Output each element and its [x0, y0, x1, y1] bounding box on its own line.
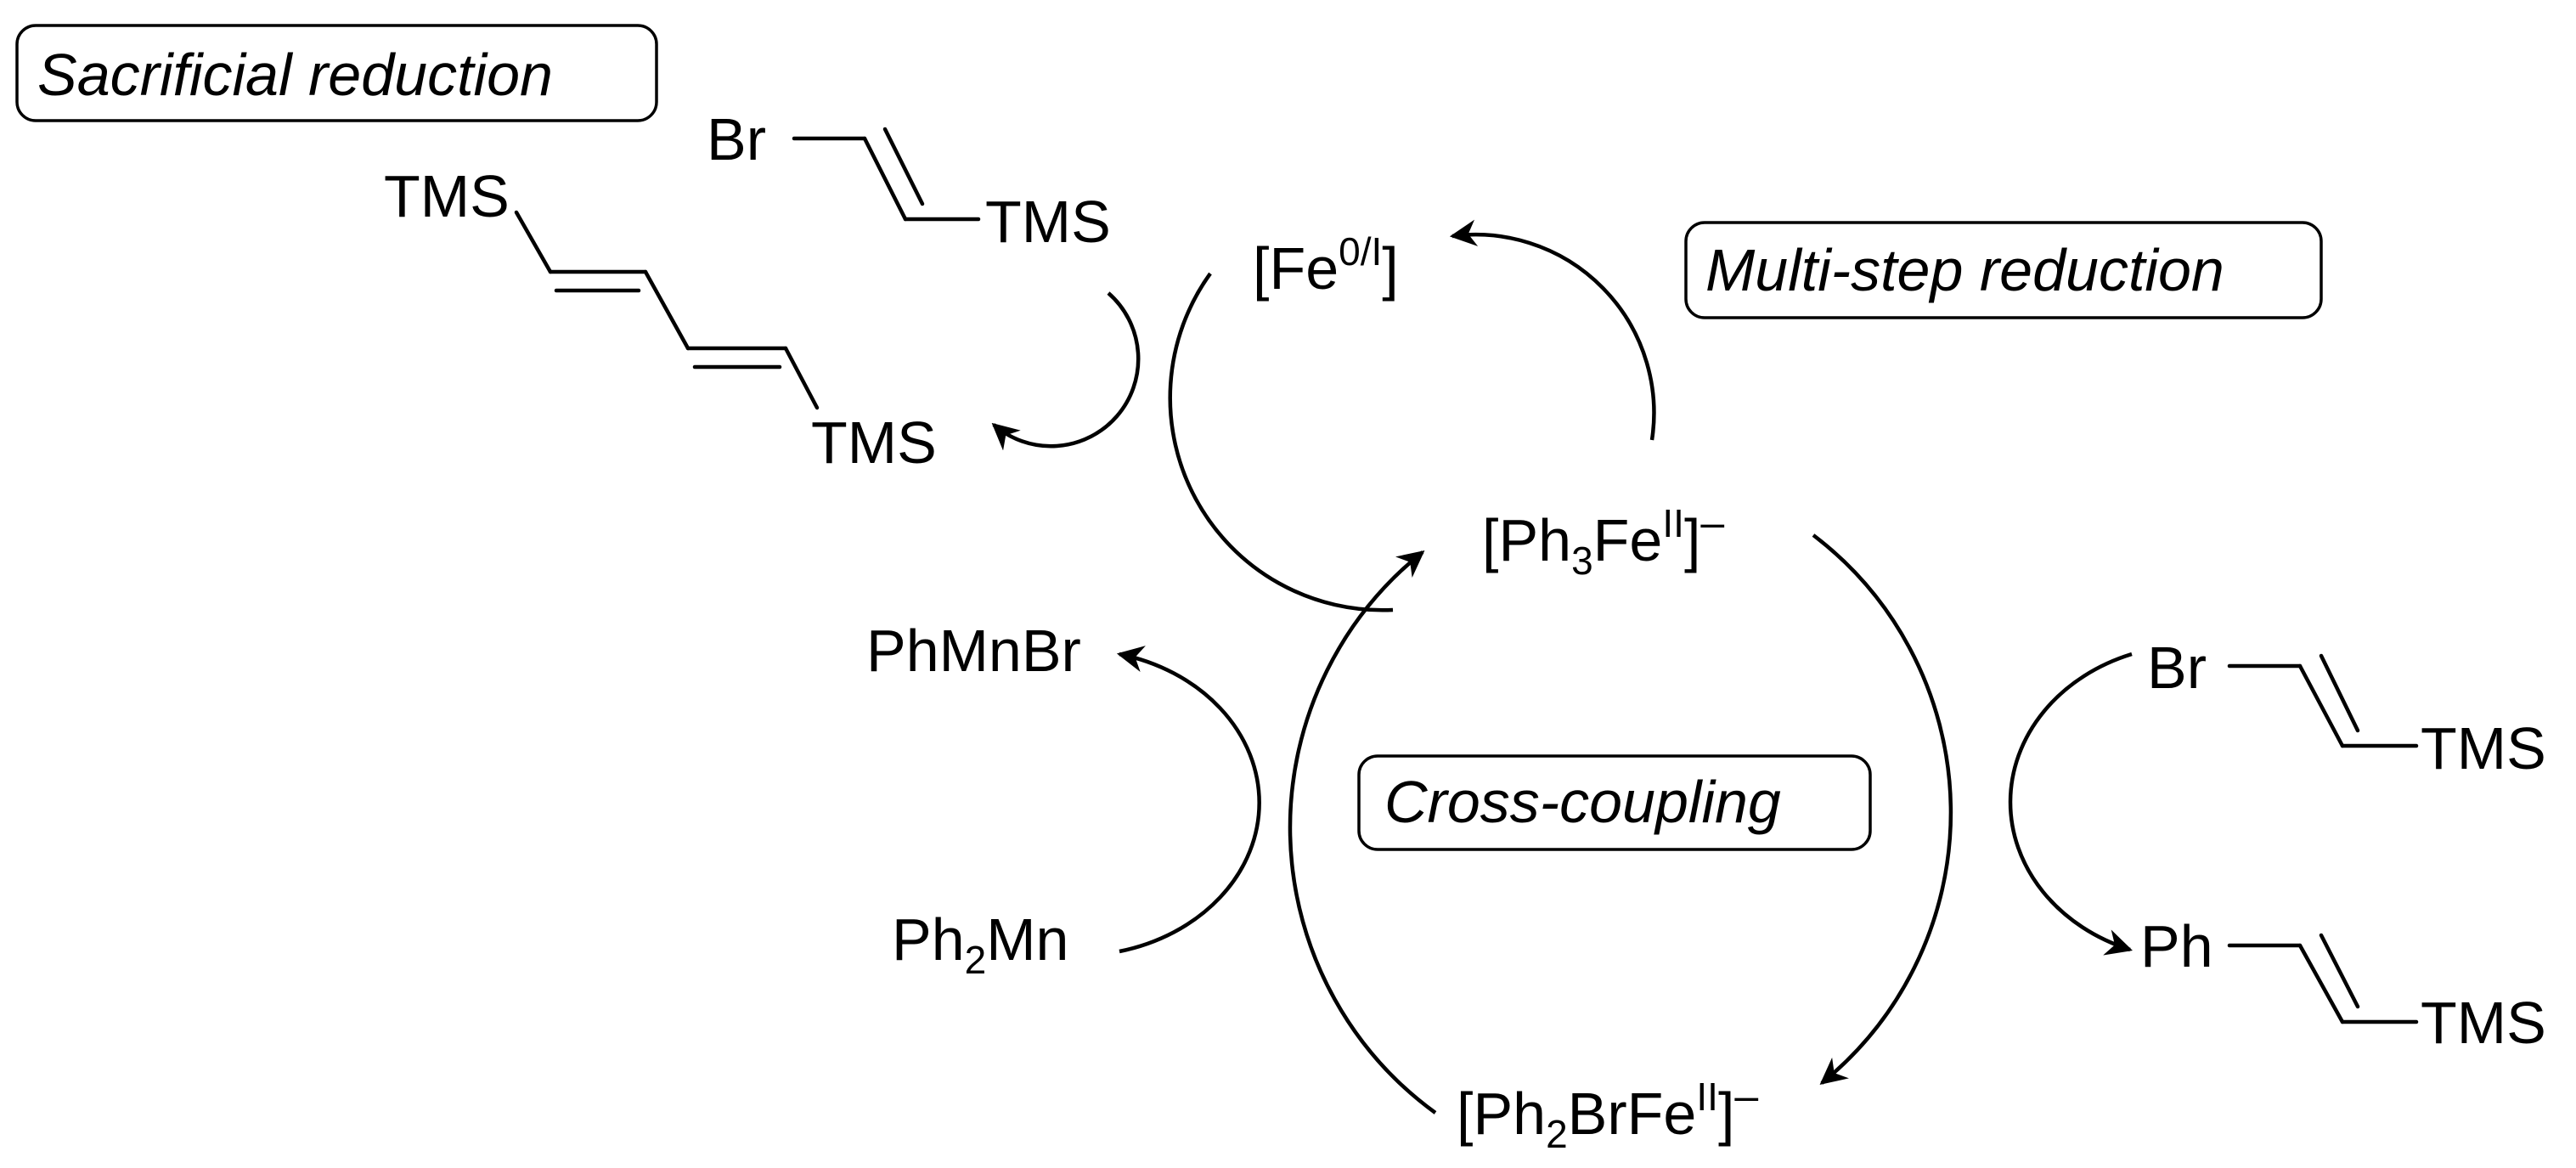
atom-tms: TMS [2421, 990, 2546, 1056]
species-ph2brfe: [Ph2BrFeII]– [1457, 1072, 1758, 1156]
atom-ph: Ph [2140, 913, 2213, 979]
box-sacrificial-reduction: Sacrificial reduction [15, 24, 658, 122]
bond-double [2319, 933, 2360, 1009]
bond [2297, 663, 2345, 748]
arrow-cycle-left [1288, 550, 1437, 1114]
atom-tms-top: TMS [384, 163, 510, 229]
box-sacrificial-label: Sacrificial reduction [37, 42, 553, 108]
box-cross-coupling: Cross-coupling [1357, 754, 1872, 851]
arrow-reduction-left [1168, 272, 1394, 612]
atom-br: Br [2147, 635, 2207, 701]
bond-double [2319, 653, 2360, 733]
bond [783, 346, 820, 410]
atom-br: Br [707, 106, 766, 172]
arrow-oxidative-addition [2008, 652, 2134, 956]
atom-tms: TMS [2421, 715, 2546, 781]
species-fe-0-I: [Fe0/I] [1253, 229, 1399, 302]
atom-tms-bottom: TMS [811, 409, 937, 476]
bond-double [882, 127, 925, 206]
arrow-reduction-top [1449, 219, 1656, 441]
box-crosscoupling-label: Cross-coupling [1384, 769, 1781, 835]
atom-tms: TMS [985, 189, 1111, 255]
box-multistep-label: Multi-step reduction [1705, 237, 2224, 303]
bond [514, 210, 553, 274]
box-multistep-reduction: Multi-step reduction [1684, 221, 2323, 319]
molecule-diene: TMS TMS [384, 163, 937, 476]
molecule-vinyl-bromide-right: Br TMS [2147, 635, 2546, 781]
species-phmnbr: PhMnBr [866, 618, 1081, 684]
bond [862, 136, 908, 222]
bond [2297, 943, 2345, 1024]
species-ph3fe: [Ph3FeII]– [1482, 499, 1724, 583]
bond [643, 269, 691, 351]
arrow-transmetalation [1116, 646, 1261, 954]
arrow-cycle-right [1812, 533, 1953, 1085]
species-ph2mn: Ph2Mn [892, 906, 1068, 982]
arrow-sacrificial [991, 291, 1141, 451]
molecule-vinyl-bromide-top: Br TMS [707, 106, 1111, 255]
molecule-product: Ph TMS [2140, 913, 2546, 1056]
